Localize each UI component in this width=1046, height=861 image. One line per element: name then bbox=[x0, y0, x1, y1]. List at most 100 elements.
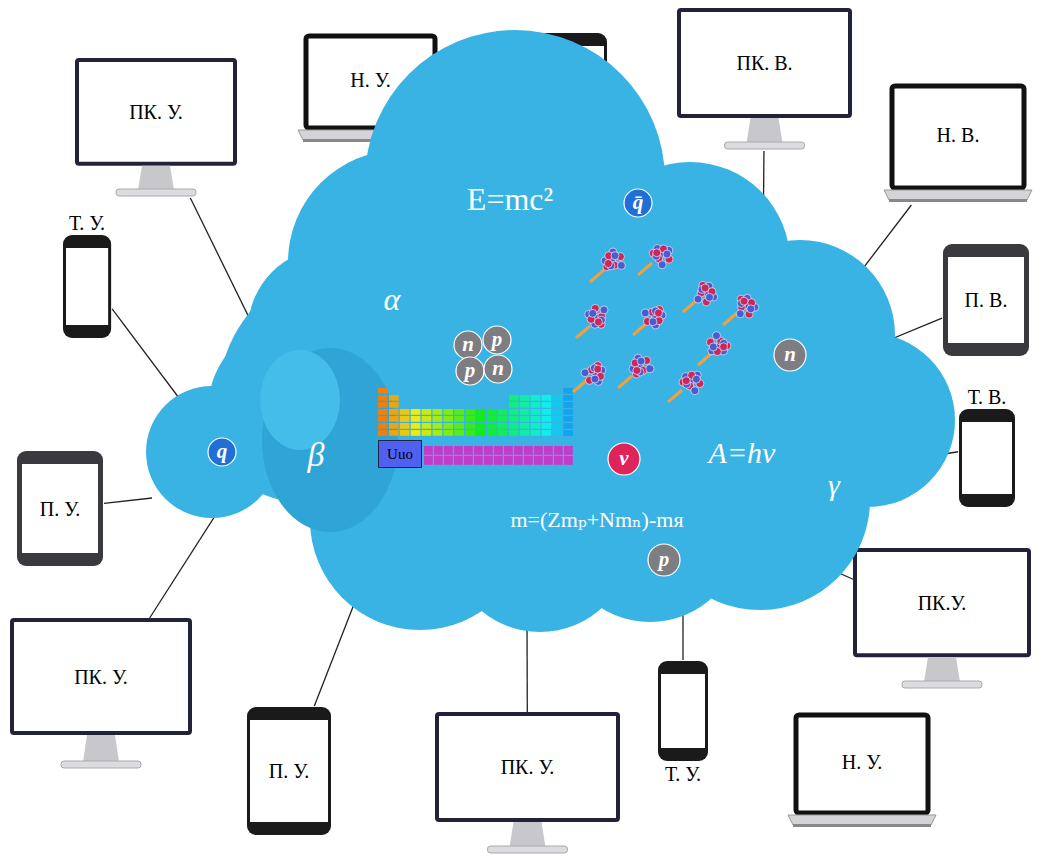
phone-device: П. У. bbox=[246, 706, 332, 836]
monitor-device: ПК. В. bbox=[677, 8, 852, 151]
monitor-screen bbox=[855, 550, 1029, 655]
monitor-screen bbox=[77, 60, 235, 164]
particle-circle bbox=[774, 339, 806, 371]
particle-label: n bbox=[492, 357, 504, 380]
monitor-neck bbox=[747, 118, 783, 143]
particle-label: q̄ bbox=[633, 191, 644, 214]
particle-node: p bbox=[455, 356, 485, 386]
particle-circle bbox=[208, 438, 236, 466]
device-label: Н. В. bbox=[937, 124, 980, 146]
device-label: ПК.У. bbox=[918, 592, 967, 614]
device-label: Т. В. bbox=[968, 386, 1007, 408]
network-link bbox=[104, 498, 152, 503]
monitor-neck bbox=[510, 822, 546, 847]
particle-circle bbox=[456, 357, 484, 385]
monitor-neck bbox=[83, 735, 119, 762]
monitor-base bbox=[61, 761, 141, 768]
cloud-shape bbox=[140, 20, 970, 660]
device-label: Т. У. bbox=[69, 212, 105, 234]
particle-label: q bbox=[217, 440, 228, 463]
phone-screen bbox=[962, 422, 1012, 494]
device-label: ПК. У. bbox=[74, 666, 128, 688]
element-symbol: Uuo bbox=[387, 446, 413, 463]
phone-device: Т. У. bbox=[62, 212, 112, 339]
phone-screen bbox=[250, 720, 328, 822]
phone-body bbox=[17, 451, 103, 566]
device-label: Т. У. bbox=[665, 763, 701, 785]
formula-text: α bbox=[384, 282, 401, 317]
laptop-base bbox=[884, 190, 1032, 200]
monitor-neck bbox=[924, 657, 960, 682]
laptop-edge bbox=[889, 199, 1027, 202]
formula-text: A=hν bbox=[709, 436, 776, 469]
device-outline bbox=[75, 58, 237, 198]
device-label: П. У. bbox=[40, 498, 80, 520]
particle-node: ν bbox=[607, 442, 641, 476]
formula-text: γ bbox=[828, 468, 840, 501]
particle-label: p bbox=[659, 548, 670, 571]
particle-node: p bbox=[482, 325, 512, 355]
phone-body bbox=[658, 661, 708, 761]
monitor-base bbox=[488, 846, 568, 853]
monitor-screen bbox=[437, 714, 618, 820]
device-outline bbox=[677, 8, 852, 151]
formula-text: m=(Zmₚ+Nmₙ)-mя bbox=[510, 508, 683, 532]
tablet-device: П. В. bbox=[942, 243, 1030, 357]
phone-device: Т. В. bbox=[958, 386, 1016, 508]
device-label: Н. У. bbox=[842, 751, 882, 773]
laptop-screen bbox=[892, 86, 1024, 188]
monitor-device: ПК. У. bbox=[10, 618, 192, 770]
laptop-screen bbox=[796, 715, 928, 813]
particle-circle bbox=[483, 326, 511, 354]
phone-body bbox=[943, 244, 1029, 356]
particle-node: q̄ bbox=[623, 188, 653, 218]
particle-label: n bbox=[784, 343, 796, 366]
monitor-device: ПК.У. bbox=[853, 548, 1031, 690]
monitor-device: ПК. У. bbox=[75, 58, 237, 198]
periodic-table bbox=[378, 388, 573, 465]
tablet-device: П. У. bbox=[16, 450, 104, 567]
laptop-device: Н. У. bbox=[788, 712, 936, 830]
phone-screen bbox=[66, 248, 108, 325]
particle-node: n bbox=[483, 354, 513, 384]
particle-label: p bbox=[465, 359, 476, 382]
cloud-body bbox=[146, 30, 955, 632]
monitor-screen bbox=[12, 620, 190, 733]
particle-circle bbox=[454, 331, 482, 359]
device-outline bbox=[435, 712, 620, 855]
particle-node: p bbox=[647, 543, 681, 577]
phone-body bbox=[959, 409, 1015, 507]
laptop-device: Н. В. bbox=[884, 83, 1032, 205]
particle-circle bbox=[608, 443, 640, 475]
phone-screen bbox=[948, 257, 1024, 343]
device-outline bbox=[10, 618, 192, 770]
element-node: Uuo bbox=[378, 440, 422, 468]
formula-text: E=mc² bbox=[467, 182, 553, 217]
particle-node: n bbox=[773, 338, 807, 372]
laptop-edge bbox=[793, 824, 931, 827]
phone-device: Т. У. bbox=[657, 660, 709, 786]
element-box bbox=[379, 441, 422, 468]
monitor-neck bbox=[138, 166, 174, 190]
monitor-screen bbox=[679, 10, 850, 116]
device-label: П. У. bbox=[269, 760, 309, 782]
phone-body bbox=[63, 235, 111, 338]
device-label: ПК. У. bbox=[129, 101, 183, 123]
laptop-base bbox=[788, 815, 936, 825]
phone-screen bbox=[22, 464, 98, 553]
network-link bbox=[150, 505, 222, 618]
monitor-base bbox=[725, 142, 805, 149]
device-label: ПК. У. bbox=[501, 756, 555, 778]
particle-node: n bbox=[453, 330, 483, 360]
particle-label: ν bbox=[619, 447, 628, 470]
monitor-base bbox=[116, 189, 196, 196]
particle-label: n bbox=[462, 333, 474, 356]
particle-circle bbox=[648, 544, 680, 576]
device-label: П. В. bbox=[965, 289, 1008, 311]
particle-label: p bbox=[492, 328, 503, 351]
formula-text: β bbox=[308, 436, 325, 473]
particle-circle bbox=[484, 355, 512, 383]
device-label: ПК. В. bbox=[736, 52, 792, 74]
phone-screen bbox=[661, 674, 705, 748]
